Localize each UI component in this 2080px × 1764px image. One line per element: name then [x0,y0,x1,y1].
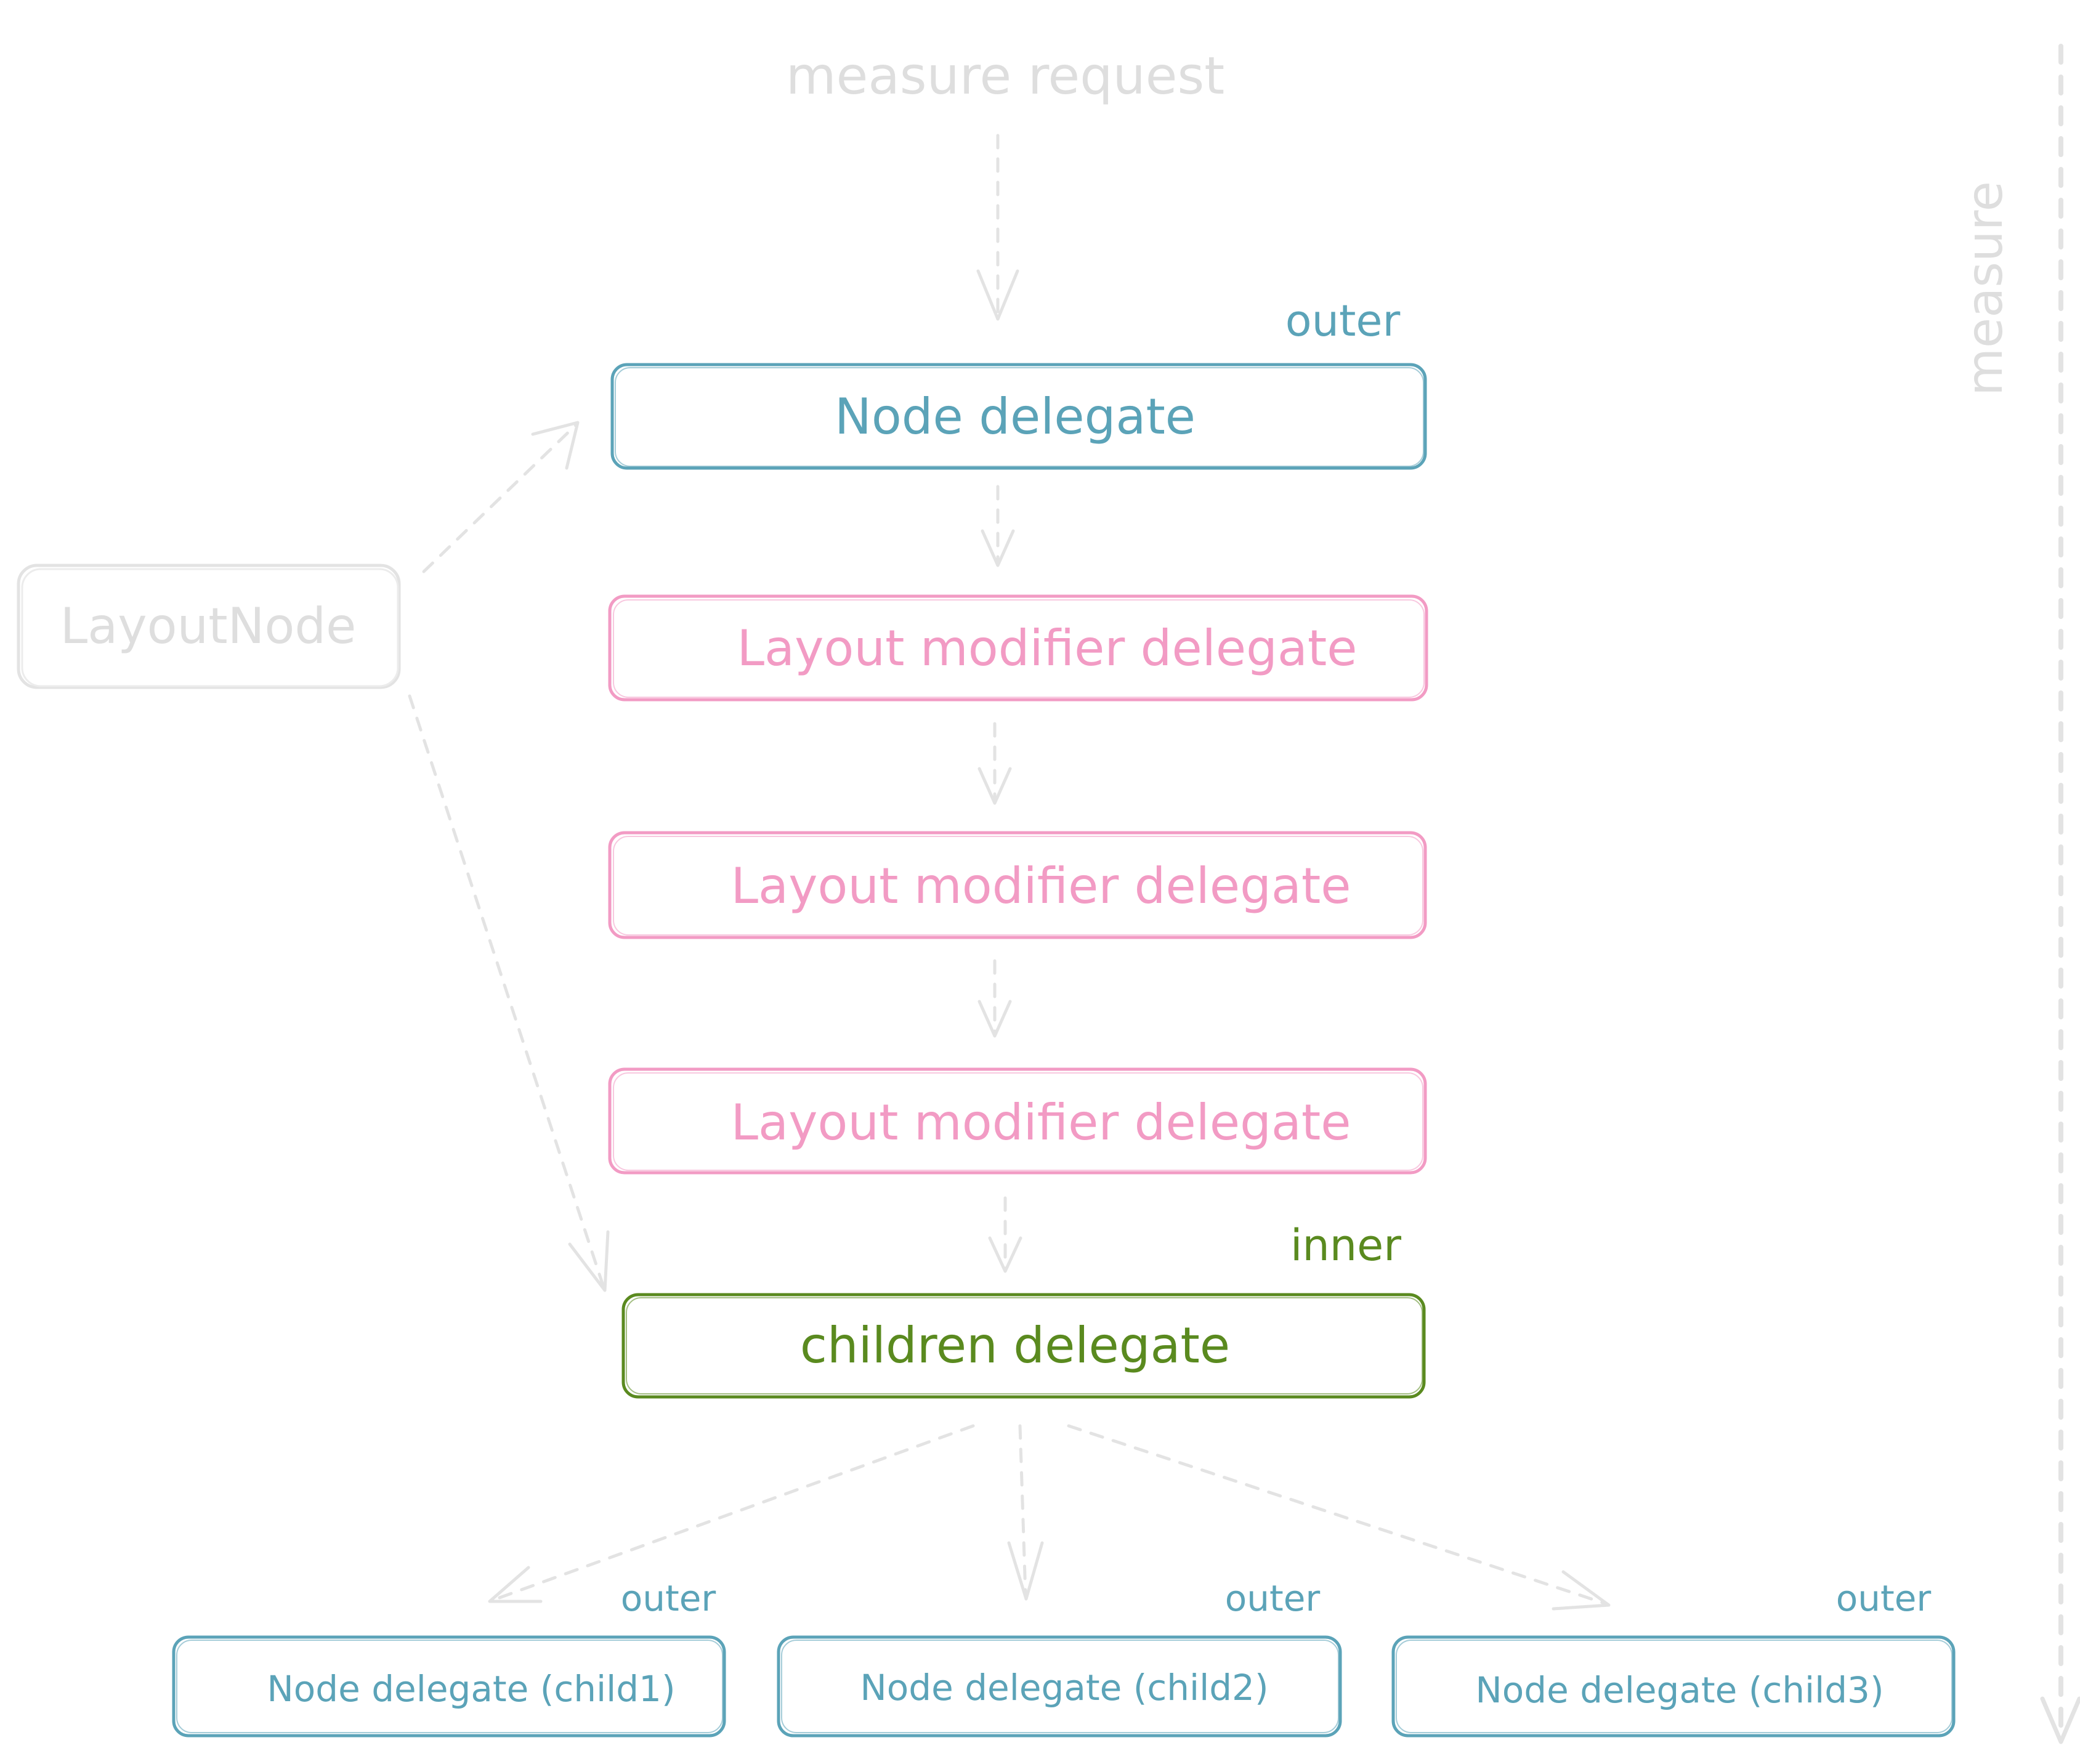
layout-node-to-outer-shaft [422,423,578,573]
layout-modifier-1-outline [608,594,1428,702]
chain-arrow-3 [977,959,1012,1038]
child2-node-delegate-box: Node delegate (child2) [777,1635,1342,1738]
child2-outer-tag: outer [1225,1577,1321,1619]
layout-modifier-3-sketch-line [613,1072,1423,1171]
layout-node-to-inner-shaft [408,694,605,1289]
layout-modifier-delegate-1: Layout modifier delegate [608,594,1428,702]
layout-modifier-1-sketch-line [613,599,1425,698]
layout-modifier-2-sketch-line [613,836,1423,936]
node-delegate-box: Node delegate [610,363,1427,470]
children-delegate-box: children delegate [621,1293,1426,1399]
chain-arrow-4-head [988,1236,1022,1273]
layout-modifier-2-outline [608,831,1427,939]
child1-box-outline [172,1635,726,1738]
node-delegate-box-outline [610,363,1427,470]
layout-node-label: LayoutNode [60,597,357,655]
measure-request-arrow [976,134,1019,321]
child3-label: Node delegate (child3) [1475,1669,1884,1711]
children-delegate-box-sketch-line [626,1297,1423,1394]
child3-node-delegate-box: Node delegate (child3) [1391,1635,1956,1738]
child1-arrow-head [488,1566,543,1603]
child1-arrow-shaft [491,1424,975,1602]
layout-node-to-outer-arrowhead [531,421,580,470]
layout-node-box-outline [17,564,401,689]
chain-arrow-1-head [981,529,1015,567]
chain-arrow-4 [988,1196,1022,1273]
child2-box-outline [777,1635,1342,1738]
node-delegate-label: Node delegate [835,388,1196,445]
measure-request-arrowhead [976,269,1019,321]
node-delegate-box-sketch-line [615,367,1424,467]
child3-arrow-shaft [1067,1424,1608,1606]
layout-node-to-outer-arrow [422,421,580,573]
child1-box-sketch-line [176,1640,723,1733]
child1-outer-tag: outer [621,1577,716,1619]
chain-arrow-3-head [977,1000,1012,1038]
layout-node-box: LayoutNode [17,564,401,689]
chain-arrow-2 [977,722,1012,805]
child3-outer-tag: outer [1836,1577,1932,1619]
child3-box-outline [1391,1635,1956,1738]
child2-box-sketch-line [781,1640,1339,1733]
chain-arrow-2-head [977,767,1012,805]
layout-modifier-3-outline [608,1067,1427,1175]
layout-node-to-inner-arrow [408,694,610,1292]
child1-node-delegate-box: Node delegate (child1) [172,1635,726,1738]
child3-arrow-head [1552,1570,1611,1611]
child3-arrow [1067,1424,1611,1611]
children-delegate-box-outline [621,1293,1426,1399]
measure-axis: measure [1956,44,2080,1744]
chain-arrow-1 [981,485,1015,567]
measure-axis-label: measure [1956,181,2013,396]
child1-label: Node delegate (child1) [267,1668,675,1710]
child2-arrow-shaft [1018,1424,1027,1597]
child1-arrow [488,1424,975,1603]
child3-box-sketch-line [1396,1640,1953,1733]
layout-node-to-inner-arrowhead [568,1230,610,1292]
layout-modifier-3-label: Layout modifier delegate [730,1094,1351,1151]
measure-request-label: measure request [786,46,1224,106]
layout-modifier-delegate-3: Layout modifier delegate [608,1067,1427,1175]
layout-modifier-delegate-2: Layout modifier delegate [608,831,1427,939]
inner-tag: inner [1290,1220,1401,1271]
child2-label: Node delegate (child2) [860,1667,1268,1709]
child2-arrow-head [1007,1541,1044,1601]
layout-node-box-sketch-line [21,568,399,687]
measure-axis-arrowhead [2040,1696,2080,1744]
children-delegate-label: children delegate [800,1317,1230,1374]
layout-modifier-1-label: Layout modifier delegate [737,620,1357,677]
layout-modifier-2-label: Layout modifier delegate [730,857,1351,915]
child2-arrow [1007,1424,1044,1601]
outer-tag: outer [1285,296,1401,346]
